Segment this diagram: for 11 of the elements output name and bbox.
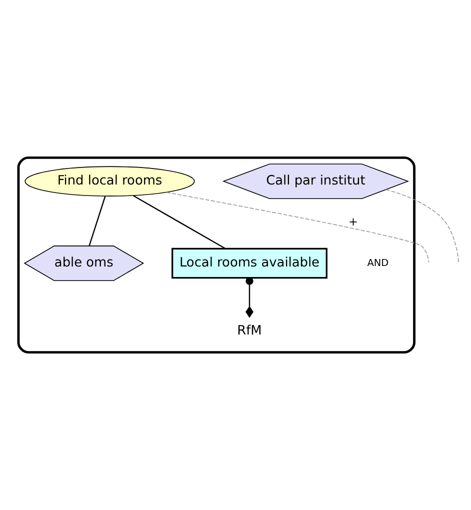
label: AND xyxy=(367,258,389,269)
connector xyxy=(88,196,106,246)
connector xyxy=(246,277,254,318)
cluster xyxy=(17,156,416,354)
connector xyxy=(166,192,430,263)
edge-label: + xyxy=(348,215,358,228)
connector xyxy=(385,189,460,263)
connector xyxy=(133,195,226,250)
node-text: RfM xyxy=(237,323,262,338)
node-ellipse: Find local rooms xyxy=(24,166,195,196)
node-box: Local rooms available xyxy=(172,248,328,279)
